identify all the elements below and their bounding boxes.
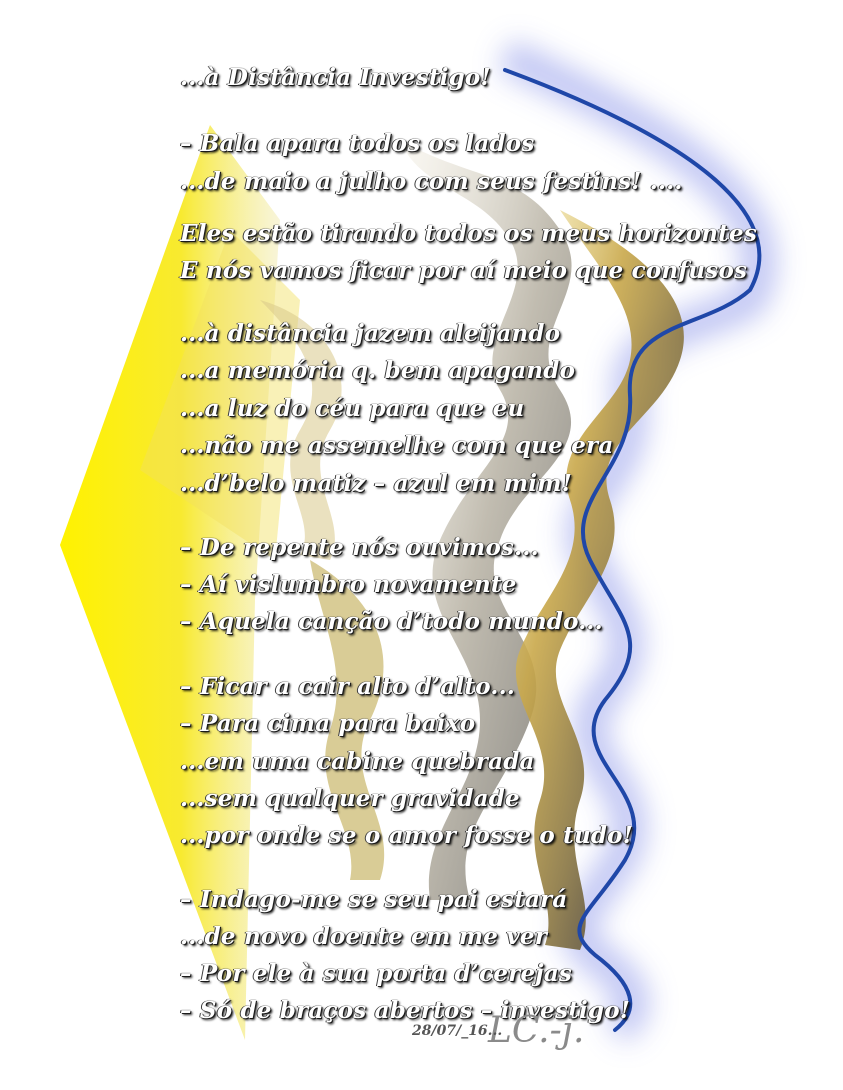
signature-mark: LC.-j.: [488, 1010, 585, 1051]
ribbon-mid: [310, 560, 385, 880]
poem-line: ...de novo doente em me ver: [180, 923, 548, 950]
ribbon-dark: [515, 210, 684, 950]
poem-line: Eles estão tirando todos os meus horizon…: [180, 220, 757, 247]
poem-line: – Aí vislumbro novamente: [180, 571, 517, 598]
poem-line: ...em uma cabine quebrada: [180, 748, 535, 775]
poem-line: – Só de braços abertos – investigo!: [180, 997, 631, 1024]
poem-line: E nós vamos ficar por aí meio que confus…: [180, 257, 748, 284]
poem-line: ...não me assemelhe com que era: [180, 432, 614, 459]
poem-line: ...sem qualquer gravidade: [180, 785, 520, 812]
poem-line: – Indago-me se seu pai estará: [180, 886, 568, 913]
poem-line: – Por ele à sua porta d’cerejas: [180, 960, 573, 987]
yellow-kite-shape: [60, 125, 280, 1040]
poem-line: ...a memória q. bem apagando: [180, 357, 576, 384]
poem-title: ...à Distância Investigo!: [180, 64, 491, 91]
poem-line: ...de maio a julho com seus festins! ...…: [180, 168, 683, 195]
signature-date: 28/07/_16...: [412, 1023, 503, 1039]
poem-line: – De repente nós ouvimos...: [180, 534, 539, 561]
poem-line: – Ficar a cair alto d’alto...: [180, 673, 516, 700]
poem-line: ...à distância jazem aleijando: [180, 320, 561, 347]
poem-line: – Aquela canção d’todo mundo...: [180, 608, 603, 635]
blue-wave-line: [503, 68, 762, 1032]
poem-line: ...d’belo matiz – azul em mim!: [180, 470, 573, 497]
poem-line: ...a luz do céu para que eu: [180, 395, 525, 422]
poem-line: ...por onde se o amor fosse o tudo!: [180, 822, 633, 849]
poem-line: – Bala apara todos os lados: [180, 130, 535, 157]
poem-line: – Para cima para baixo: [180, 710, 476, 737]
